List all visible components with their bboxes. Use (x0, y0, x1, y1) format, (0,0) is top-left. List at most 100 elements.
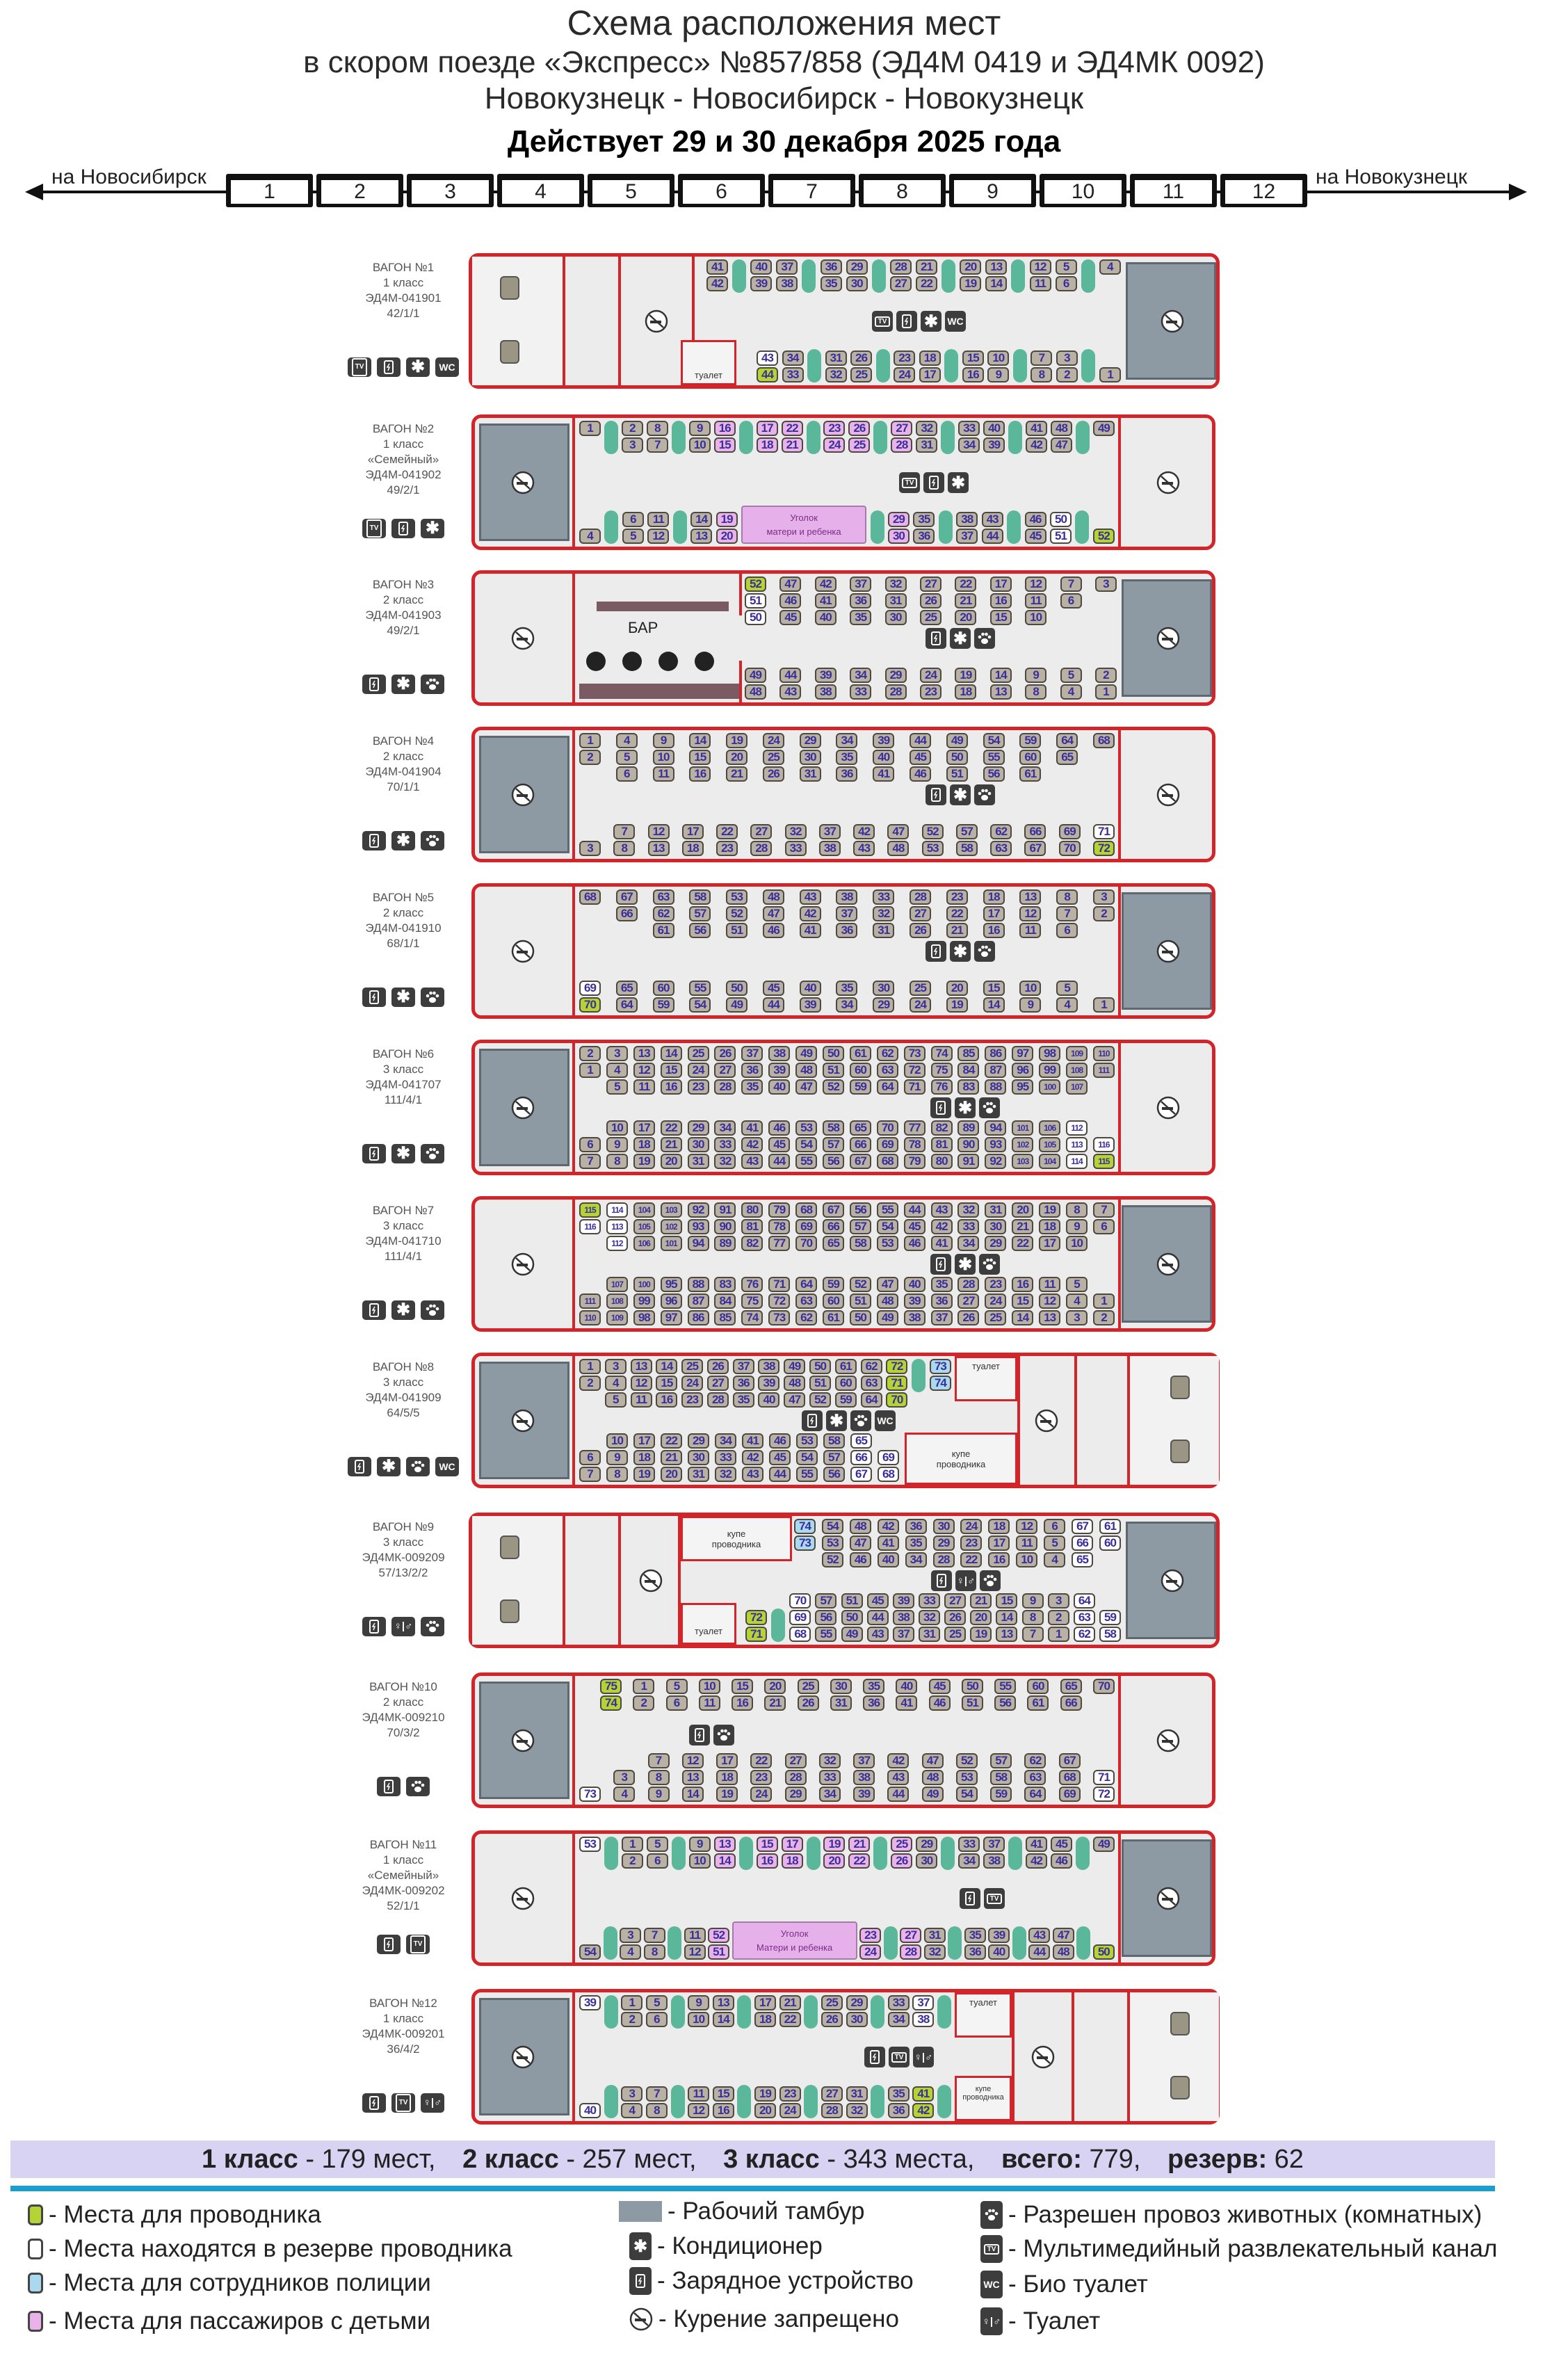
seat-8[interactable]: 8 (613, 841, 636, 856)
seat-26[interactable]: 26 (821, 2012, 843, 2027)
seat-6[interactable]: 6 (1044, 1519, 1066, 1534)
seat-60[interactable]: 60 (1019, 750, 1042, 765)
seat-6[interactable]: 6 (1056, 923, 1078, 938)
seat-20[interactable]: 20 (1012, 1202, 1034, 1218)
seat-18[interactable]: 18 (919, 350, 941, 366)
seat-22[interactable]: 22 (848, 1853, 871, 1869)
seat-8[interactable]: 8 (1025, 684, 1047, 700)
seat-51[interactable]: 51 (726, 923, 748, 938)
seat-41[interactable]: 41 (930, 1236, 953, 1251)
seat-12[interactable]: 12 (1016, 1519, 1038, 1534)
seat-25[interactable]: 25 (985, 1310, 1007, 1325)
seat-98[interactable]: 98 (1039, 1046, 1061, 1061)
seat-92[interactable]: 92 (985, 1154, 1007, 1169)
seat-33[interactable]: 33 (918, 1593, 940, 1609)
seat-67[interactable]: 67 (1058, 1753, 1081, 1768)
seat-31[interactable]: 31 (799, 766, 821, 782)
seat-56[interactable]: 56 (689, 923, 711, 938)
seat-97[interactable]: 97 (1012, 1046, 1034, 1061)
seat-53[interactable]: 53 (579, 1837, 601, 1852)
seat-22[interactable]: 22 (661, 1433, 682, 1449)
seat-51[interactable]: 51 (849, 1293, 871, 1309)
seat-31[interactable]: 31 (846, 2086, 868, 2102)
seat-7[interactable]: 7 (613, 824, 636, 839)
seat-14[interactable]: 14 (660, 1046, 682, 1061)
seat-14[interactable]: 14 (983, 997, 1005, 1013)
seat-66[interactable]: 66 (1072, 1535, 1094, 1551)
seat-74[interactable]: 74 (794, 1519, 816, 1534)
seat-33[interactable]: 33 (887, 1995, 910, 2010)
seat-63[interactable]: 63 (652, 889, 674, 905)
seat-17[interactable]: 17 (1039, 1236, 1061, 1251)
seat-44[interactable]: 44 (866, 1610, 889, 1625)
seat-53[interactable]: 53 (821, 1535, 843, 1551)
seat-110[interactable]: 110 (579, 1310, 601, 1325)
seat-66[interactable]: 66 (850, 1450, 872, 1465)
seat-27[interactable]: 27 (944, 1593, 967, 1609)
seat-9[interactable]: 9 (688, 1837, 711, 1852)
seat-41[interactable]: 41 (742, 1433, 763, 1449)
seat-9[interactable]: 9 (688, 421, 711, 436)
seat-55[interactable]: 55 (795, 1154, 818, 1169)
seat-36[interactable]: 36 (836, 923, 858, 938)
seat-21[interactable]: 21 (781, 437, 803, 453)
seat-39[interactable]: 39 (758, 1376, 780, 1391)
seat-52[interactable]: 52 (955, 1753, 978, 1768)
seat-20[interactable]: 20 (960, 259, 982, 275)
seat-33[interactable]: 33 (958, 421, 980, 436)
seat-19[interactable]: 19 (823, 1837, 846, 1852)
seat-9[interactable]: 9 (652, 733, 674, 748)
seat-12[interactable]: 12 (647, 529, 670, 544)
seat-67[interactable]: 67 (850, 1467, 872, 1482)
seat-40[interactable]: 40 (814, 610, 836, 625)
seat-103[interactable]: 103 (1012, 1154, 1034, 1169)
seat-23[interactable]: 23 (946, 889, 968, 905)
seat-15[interactable]: 15 (732, 1679, 754, 1694)
seat-38[interactable]: 38 (758, 1359, 780, 1374)
seat-53[interactable]: 53 (726, 889, 748, 905)
seat-37[interactable]: 37 (983, 1837, 1005, 1852)
seat-32[interactable]: 32 (957, 1202, 980, 1218)
seat-67[interactable]: 67 (615, 889, 638, 905)
seat-42[interactable]: 42 (877, 1519, 899, 1534)
seat-28[interactable]: 28 (706, 1392, 729, 1408)
seat-72[interactable]: 72 (1092, 1787, 1115, 1802)
seat-61[interactable]: 61 (1019, 766, 1042, 782)
seat-47[interactable]: 47 (784, 1392, 806, 1408)
seat-65[interactable]: 65 (1060, 1679, 1082, 1694)
seat-61[interactable]: 61 (849, 1046, 871, 1061)
seat-55[interactable]: 55 (689, 981, 711, 996)
seat-65[interactable]: 65 (823, 1236, 845, 1251)
seat-13[interactable]: 13 (1039, 1310, 1061, 1325)
seat-19[interactable]: 19 (946, 997, 968, 1013)
seat-39[interactable]: 39 (814, 668, 836, 683)
seat-50[interactable]: 50 (961, 1679, 983, 1694)
seat-41[interactable]: 41 (877, 1535, 899, 1551)
seat-42[interactable]: 42 (930, 1219, 953, 1234)
seat-17[interactable]: 17 (781, 1837, 803, 1852)
seat-77[interactable]: 77 (903, 1120, 926, 1136)
seat-12[interactable]: 12 (1025, 577, 1047, 592)
seat-59[interactable]: 59 (1019, 733, 1042, 748)
seat-22[interactable]: 22 (915, 276, 937, 291)
seat-39[interactable]: 39 (873, 733, 895, 748)
seat-63[interactable]: 63 (876, 1063, 898, 1078)
seat-84[interactable]: 84 (957, 1063, 980, 1078)
seat-3[interactable]: 3 (1047, 1593, 1069, 1609)
seat-32[interactable]: 32 (884, 577, 907, 592)
seat-12[interactable]: 12 (684, 1944, 706, 1960)
seat-74[interactable]: 74 (741, 1310, 763, 1325)
seat-95[interactable]: 95 (660, 1277, 682, 1292)
seat-94[interactable]: 94 (687, 1236, 709, 1251)
seat-1[interactable]: 1 (1092, 1293, 1115, 1309)
seat-5[interactable]: 5 (1066, 1277, 1088, 1292)
seat-42[interactable]: 42 (799, 906, 821, 921)
seat-8[interactable]: 8 (606, 1467, 628, 1482)
seat-28[interactable]: 28 (932, 1552, 955, 1567)
seat-40[interactable]: 40 (799, 981, 821, 996)
seat-62[interactable]: 62 (1073, 1627, 1095, 1642)
seat-41[interactable]: 41 (873, 766, 895, 782)
seat-45[interactable]: 45 (1024, 529, 1046, 544)
seat-23[interactable]: 23 (779, 2086, 801, 2102)
seat-40[interactable]: 40 (579, 2103, 601, 2118)
